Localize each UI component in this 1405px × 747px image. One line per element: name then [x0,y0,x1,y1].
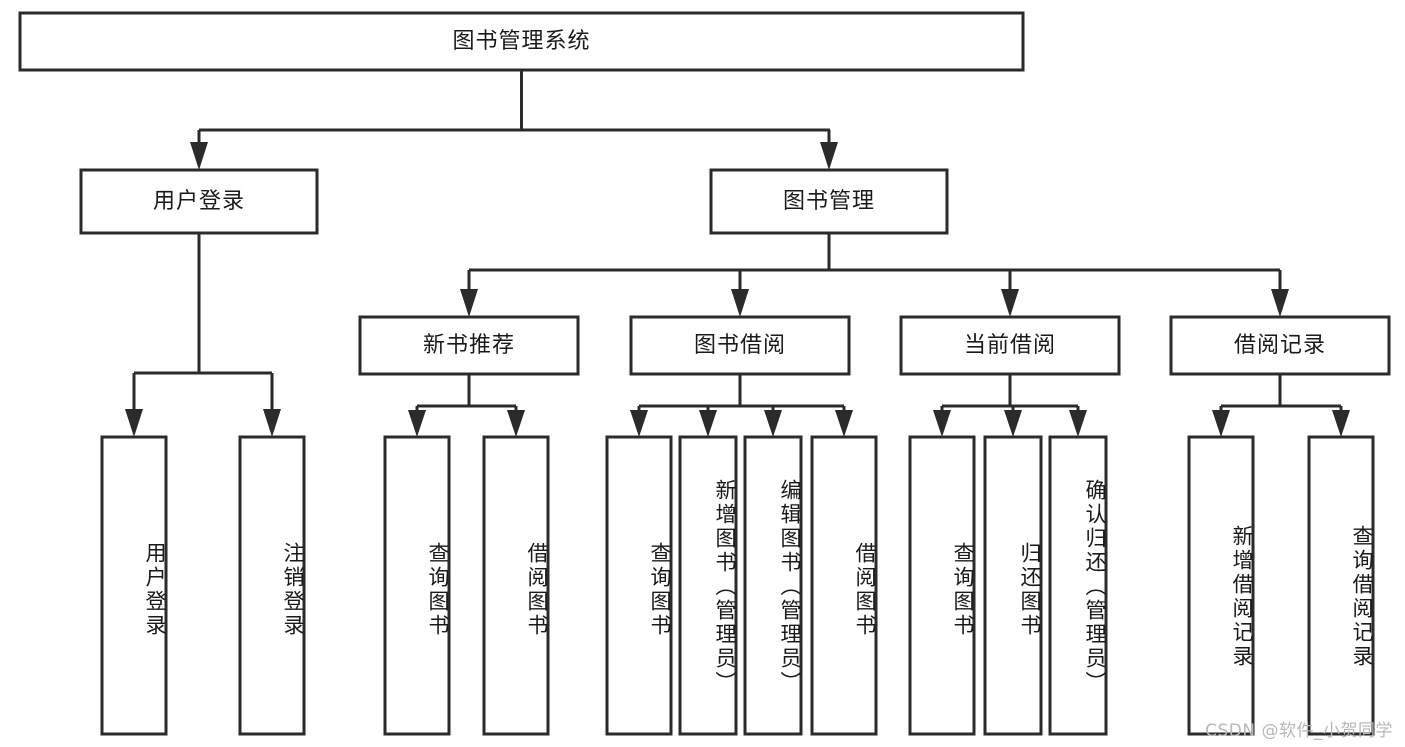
leaf-query-record-box[interactable] [1307,435,1375,736]
connector-borrowrecord-to-leaves [1212,374,1350,437]
connector-bookmanage-to-level3 [460,233,1289,317]
leaf-query-book-cb-box[interactable] [908,435,976,736]
leaf-query-book-new-box[interactable] [383,435,451,736]
leaf-confirm-return-box[interactable] [1048,435,1108,736]
leaf-query-book-br-box[interactable] [605,435,673,736]
leaf-add-book-box[interactable] [678,435,738,736]
leaf-return-book-box[interactable] [983,435,1043,736]
node-book-borrow-box[interactable] [629,315,851,376]
node-book-manage-box[interactable] [709,168,949,235]
node-borrow-record-box[interactable] [1169,315,1391,376]
connector-bookborrow-to-leaves [630,374,853,437]
leaf-user-login-box[interactable] [100,435,168,736]
node-current-borrow-box[interactable] [899,315,1121,376]
leaf-borrow-book-new-box[interactable] [482,435,550,736]
leaf-logout-login-box[interactable] [238,435,306,736]
leaf-add-record-box[interactable] [1187,435,1255,736]
leaf-edit-book-box[interactable] [743,435,803,736]
node-user-login-box[interactable] [79,168,319,235]
connector-newbook-to-leaves [408,374,525,437]
node-new-book-rec-box[interactable] [358,315,580,376]
connector-userlogin-to-leaves [125,233,281,437]
leaf-borrow-book-br-box[interactable] [810,435,878,736]
node-root-box[interactable] [18,11,1025,72]
connector-root-to-level2 [190,70,838,170]
connector-currentborrow-to-leaves [933,374,1087,437]
